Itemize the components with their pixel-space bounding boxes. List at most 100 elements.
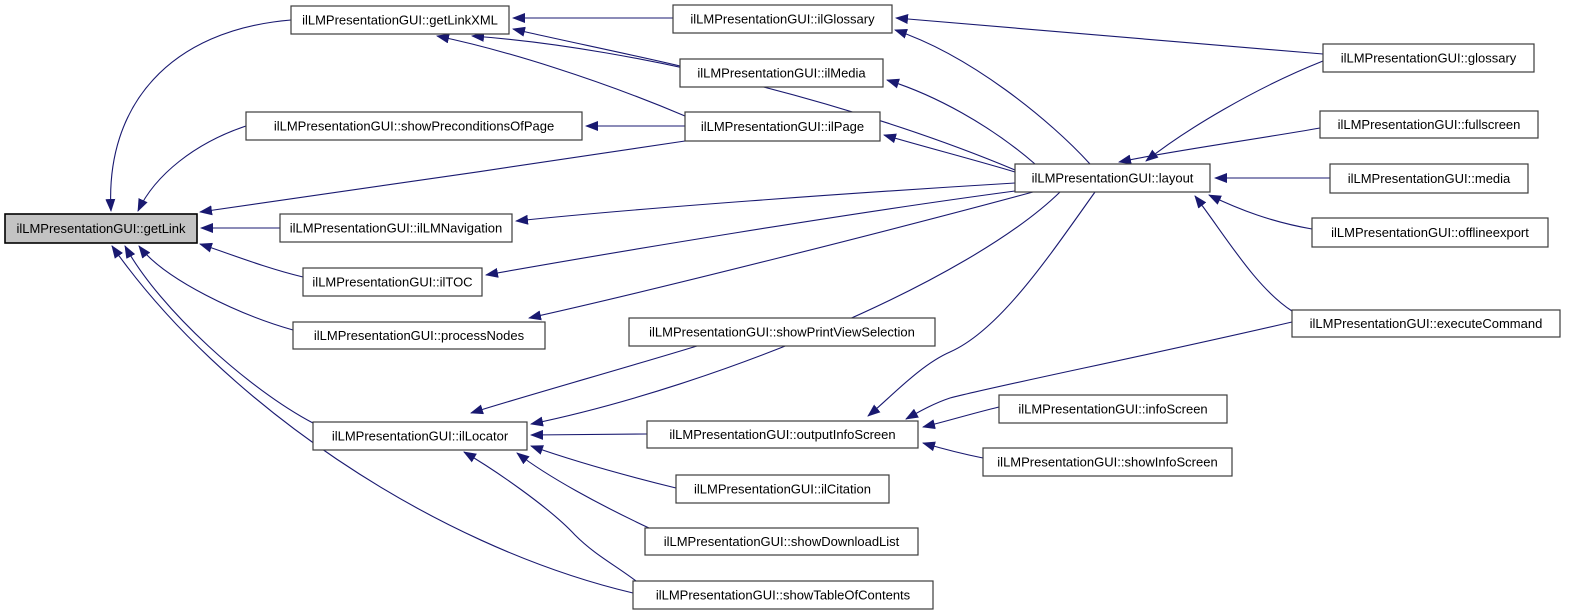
edge-showInfoScreen-to-outputInfoScreen — [922, 441, 984, 459]
node-box-showPreconditionsOfPage[interactable] — [245, 111, 583, 141]
node-label-ilPage: ilLMPresentationGUI::ilPage — [701, 119, 864, 134]
edge-processNodes-to-getLink — [138, 245, 294, 331]
node-media[interactable]: ilLMPresentationGUI::media — [1329, 163, 1529, 194]
node-label-showPrintViewSelection: ilLMPresentationGUI::showPrintViewSelect… — [649, 324, 915, 339]
node-box-ilGlossary[interactable] — [672, 4, 893, 34]
edge-fullscreen-to-layout — [1118, 127, 1321, 165]
node-ilGlossary[interactable]: ilLMPresentationGUI::ilGlossary — [672, 4, 893, 34]
node-label-getLink: ilLMPresentationGUI::getLink — [16, 221, 186, 236]
node-label-getLinkXML: ilLMPresentationGUI::getLinkXML — [302, 12, 498, 27]
node-box-infoScreen[interactable] — [998, 394, 1228, 424]
edges-layer — [105, 13, 1330, 594]
node-box-layout[interactable] — [1014, 163, 1211, 193]
edge-ilCitation-to-ilLocator — [530, 445, 677, 489]
node-ilLMNavigation[interactable]: ilLMPresentationGUI::ilLMNavigation — [279, 213, 513, 243]
node-label-glossary: ilLMPresentationGUI::glossary — [1341, 50, 1517, 65]
node-box-showInfoScreen[interactable] — [982, 447, 1233, 477]
node-infoScreen[interactable]: ilLMPresentationGUI::infoScreen — [998, 394, 1228, 424]
edge-glossary-to-layout — [1145, 60, 1324, 162]
node-box-offlineexport[interactable] — [1311, 217, 1549, 248]
node-box-ilPage[interactable] — [684, 111, 881, 142]
edge-executeCommand-to-layout — [1194, 195, 1293, 312]
node-getLinkXML[interactable]: ilLMPresentationGUI::getLinkXML — [290, 5, 510, 35]
node-fullscreen[interactable]: ilLMPresentationGUI::fullscreen — [1319, 110, 1539, 139]
node-label-ilCitation: ilLMPresentationGUI::ilCitation — [694, 481, 871, 496]
edge-layout-to-outputInfoScreen — [867, 191, 1096, 417]
node-label-showPreconditionsOfPage: ilLMPresentationGUI::showPreconditionsOf… — [274, 118, 554, 133]
edge-ilPage-to-getLinkXML — [436, 33, 686, 117]
edge-glossary-to-ilGlossary — [895, 14, 1324, 55]
node-box-getLinkXML[interactable] — [290, 5, 510, 35]
node-ilPage[interactable]: ilLMPresentationGUI::ilPage — [684, 111, 881, 142]
node-label-showDownloadList: ilLMPresentationGUI::showDownloadList — [664, 534, 900, 549]
edge-showTableOfContents-to-ilLocator — [463, 451, 637, 582]
node-showInfoScreen[interactable]: ilLMPresentationGUI::showInfoScreen — [982, 447, 1233, 477]
node-box-showTableOfContents[interactable] — [632, 580, 934, 610]
node-label-ilLocator: ilLMPresentationGUI::ilLocator — [332, 428, 509, 443]
node-showTableOfContents[interactable]: ilLMPresentationGUI::showTableOfContents — [632, 580, 934, 610]
edge-layout-to-ilGlossary — [894, 29, 1091, 165]
edge-outputInfoScreen-to-ilLocator — [530, 429, 648, 440]
node-showDownloadList[interactable]: ilLMPresentationGUI::showDownloadList — [644, 527, 919, 556]
node-label-ilTOC: ilLMPresentationGUI::ilTOC — [312, 274, 472, 289]
node-layout[interactable]: ilLMPresentationGUI::layout — [1014, 163, 1211, 193]
nodes-layer: ilLMPresentationGUI::getLinkilLMPresenta… — [4, 4, 1561, 610]
edge-layout-to-ilTOC — [485, 190, 1016, 278]
edge-layout-to-ilLMNavigation — [515, 182, 1016, 225]
node-label-ilGlossary: ilLMPresentationGUI::ilGlossary — [690, 11, 875, 26]
node-label-outputInfoScreen: ilLMPresentationGUI::outputInfoScreen — [669, 427, 895, 442]
edge-ilPage-to-getLink — [199, 140, 686, 216]
node-label-ilLMNavigation: ilLMPresentationGUI::ilLMNavigation — [290, 220, 502, 235]
edge-layout-to-ilMedia — [886, 78, 1036, 165]
node-label-infoScreen: ilLMPresentationGUI::infoScreen — [1018, 401, 1207, 416]
node-outputInfoScreen[interactable]: ilLMPresentationGUI::outputInfoScreen — [646, 420, 919, 449]
edge-ilMedia-to-getLinkXML — [512, 26, 681, 67]
node-box-executeCommand[interactable] — [1291, 309, 1561, 338]
node-showPrintViewSelection[interactable]: ilLMPresentationGUI::showPrintViewSelect… — [628, 317, 936, 347]
node-ilTOC[interactable]: ilLMPresentationGUI::ilTOC — [302, 267, 483, 297]
edge-infoScreen-to-outputInfoScreen — [922, 406, 1000, 430]
node-label-layout: ilLMPresentationGUI::layout — [1032, 170, 1194, 185]
edge-executeCommand-to-outputInfoScreen — [905, 321, 1293, 420]
node-box-ilCitation[interactable] — [675, 474, 890, 504]
node-executeCommand[interactable]: ilLMPresentationGUI::executeCommand — [1291, 309, 1561, 338]
node-box-fullscreen[interactable] — [1319, 110, 1539, 139]
node-box-ilMedia[interactable] — [679, 58, 884, 88]
node-box-showDownloadList[interactable] — [644, 527, 919, 556]
node-box-ilTOC[interactable] — [302, 267, 483, 297]
node-box-outputInfoScreen[interactable] — [646, 420, 919, 449]
node-box-showPrintViewSelection[interactable] — [628, 317, 936, 347]
edge-showTableOfContents-to-getLink — [111, 245, 634, 594]
node-label-offlineexport: ilLMPresentationGUI::offlineexport — [1331, 225, 1529, 240]
node-box-ilLocator[interactable] — [312, 421, 528, 451]
node-showPreconditionsOfPage[interactable]: ilLMPresentationGUI::showPreconditionsOf… — [245, 111, 583, 141]
node-box-media[interactable] — [1329, 163, 1529, 194]
node-glossary[interactable]: ilLMPresentationGUI::glossary — [1322, 43, 1535, 73]
node-getLink: ilLMPresentationGUI::getLink — [4, 213, 198, 244]
node-offlineexport[interactable]: ilLMPresentationGUI::offlineexport — [1311, 217, 1549, 248]
edge-showPreconditionsOfPage-to-getLink — [137, 125, 247, 212]
node-box-glossary[interactable] — [1322, 43, 1535, 73]
edge-offlineexport-to-layout — [1208, 194, 1313, 230]
edge-ilLocator-to-getLink — [124, 245, 314, 424]
node-label-showInfoScreen: ilLMPresentationGUI::showInfoScreen — [997, 454, 1217, 469]
edge-layout-to-processNodes — [528, 191, 1034, 321]
node-box-ilLMNavigation[interactable] — [279, 213, 513, 243]
node-ilCitation[interactable]: ilLMPresentationGUI::ilCitation — [675, 474, 890, 504]
edge-showPrintViewSelection-to-ilLocator — [470, 345, 698, 415]
node-ilMedia[interactable]: ilLMPresentationGUI::ilMedia — [679, 58, 884, 88]
node-processNodes[interactable]: ilLMPresentationGUI::processNodes — [292, 321, 546, 350]
node-box-processNodes[interactable] — [292, 321, 546, 350]
node-ilLocator[interactable]: ilLMPresentationGUI::ilLocator — [312, 421, 528, 451]
node-label-processNodes: ilLMPresentationGUI::processNodes — [314, 328, 525, 343]
edge-getLinkXML-to-getLink — [105, 19, 292, 212]
node-label-showTableOfContents: ilLMPresentationGUI::showTableOfContents — [656, 587, 911, 602]
edge-layout-to-ilPage — [883, 133, 1016, 173]
edge-ilTOC-to-getLink — [199, 242, 304, 278]
node-label-executeCommand: ilLMPresentationGUI::executeCommand — [1310, 316, 1543, 331]
node-label-ilMedia: ilLMPresentationGUI::ilMedia — [697, 65, 866, 80]
node-label-fullscreen: ilLMPresentationGUI::fullscreen — [1338, 117, 1521, 132]
edge-showDownloadList-to-ilLocator — [516, 452, 650, 529]
